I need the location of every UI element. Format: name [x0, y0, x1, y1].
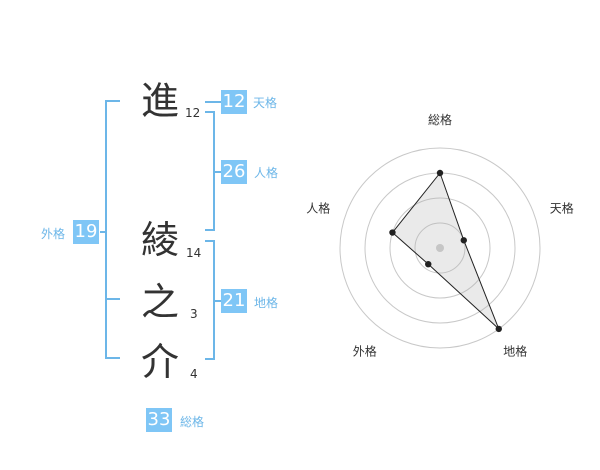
radar-center-dot [436, 244, 444, 252]
radar-axis-label-3: 地格 [503, 344, 527, 359]
radar-grid-ring-1 [414, 222, 466, 274]
radar-grid-ring-2 [389, 197, 491, 299]
jinkaku-bracket-bottom [205, 229, 215, 231]
name-char-1: 進 [140, 79, 179, 123]
radar-point-1 [436, 169, 444, 177]
jinkaku-label: 人格 [254, 166, 279, 180]
tenkaku-connector [205, 101, 221, 103]
radar-point-5 [389, 229, 396, 236]
tenkaku-label: 天格 [253, 96, 278, 110]
jinkaku-bracket-top [205, 111, 215, 113]
tenkaku-value-badge: 12 [221, 90, 247, 114]
radar-axis-label-1: 総格 [428, 112, 452, 127]
jinkaku-value-badge: 26 [221, 160, 247, 184]
soukaku-label: 総格 [180, 415, 205, 429]
radar-series-polygon [391, 171, 500, 330]
radar-point-2 [460, 237, 467, 244]
gaikaku-bracket-mid [105, 298, 120, 300]
gaikaku-bracket-bottom [105, 357, 120, 359]
gaikaku-value-badge: 19 [73, 220, 99, 244]
gaikaku-bracket-vertical [105, 100, 107, 359]
radar-point-3 [495, 325, 502, 333]
stroke-count-2: 14 [186, 246, 202, 260]
radar-axis-label-2: 天格 [550, 200, 574, 215]
name-char-3: 之 [140, 280, 179, 324]
gaikaku-connector [100, 231, 107, 233]
stroke-count-4: 4 [190, 367, 198, 381]
radar-axis-label-4: 外格 [353, 344, 377, 359]
stroke-count-1: 12 [185, 106, 201, 120]
jinkaku-connector [213, 171, 221, 173]
soukaku-value-badge: 33 [146, 408, 172, 432]
chikaku-label: 地格 [254, 296, 279, 310]
chikaku-value-badge: 21 [221, 289, 247, 313]
radar-grid-ring-4 [339, 147, 541, 349]
gaikaku-bracket-top [105, 100, 120, 102]
gaikaku-label: 外格 [41, 227, 66, 241]
chikaku-bracket-bottom [205, 358, 215, 360]
name-char-2: 綾 [140, 218, 179, 262]
radar-plot [389, 169, 502, 333]
chikaku-connector [213, 300, 221, 302]
name-char-4: 介 [140, 340, 179, 384]
stroke-count-3: 3 [190, 307, 198, 321]
chikaku-bracket-top [205, 240, 215, 242]
radar-point-4 [425, 260, 432, 268]
radar-axis-label-5: 人格 [306, 200, 330, 215]
